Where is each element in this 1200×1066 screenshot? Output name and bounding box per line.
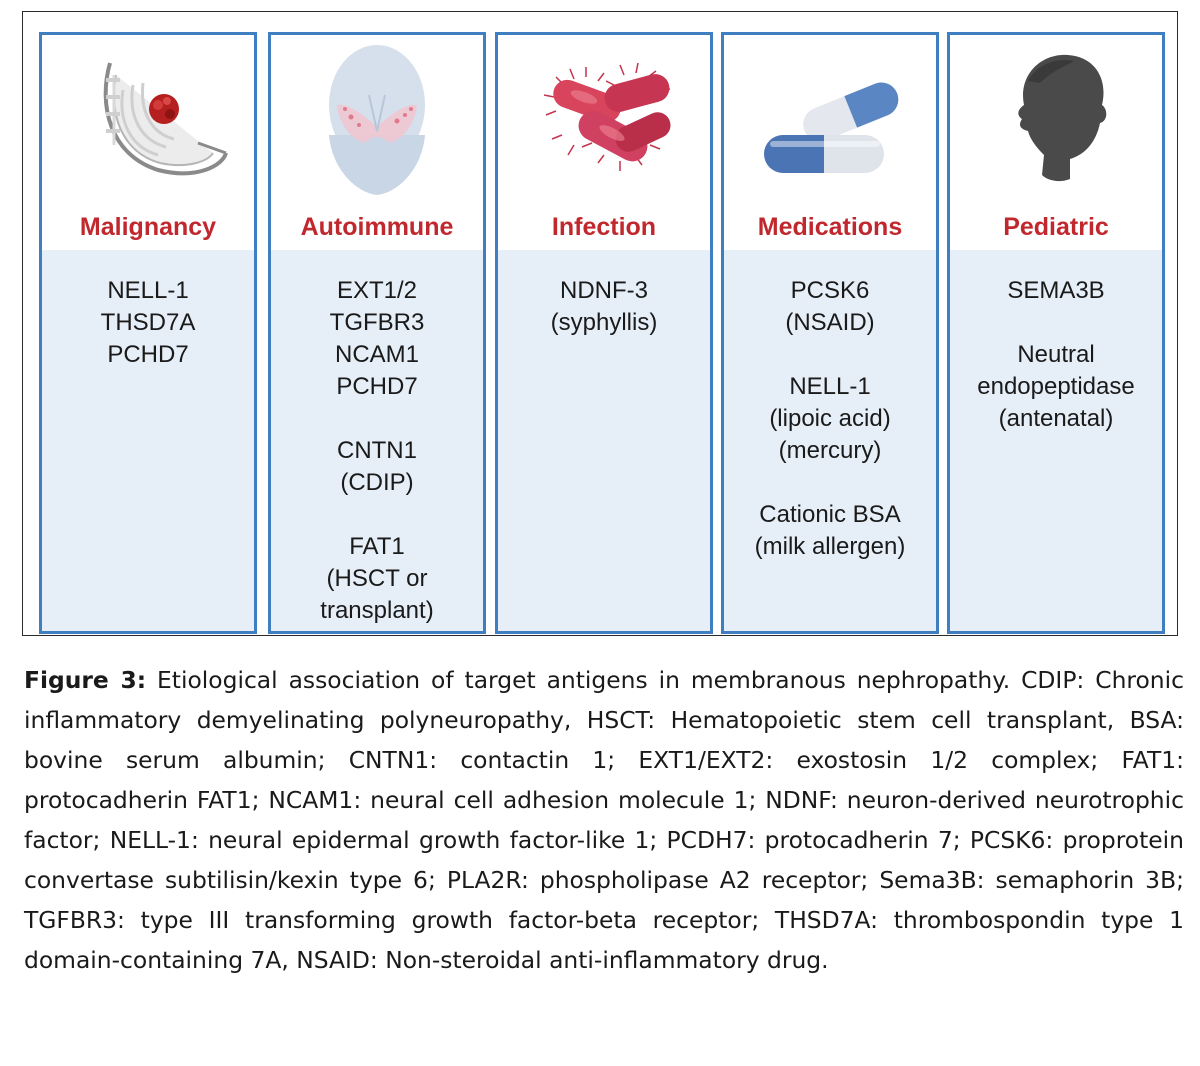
antigen-text: (CDIP) — [340, 469, 414, 496]
antigen-group: NDNF-3 (syphyllis) — [498, 275, 710, 339]
antigen-text: PCHD7 — [336, 373, 418, 400]
panel-malignancy: Malignancy NELL-1 THSD7A PCHD7 — [39, 32, 257, 634]
antigen-text: (NSAID) — [785, 309, 875, 336]
antigen-text: Cationic BSA — [759, 501, 901, 528]
panel-medications: Medications PCSK6 (NSAID) NELL-1 (lipoic… — [721, 32, 939, 634]
caption-text: Etiological association of target antige… — [24, 666, 1184, 974]
antigen-text: (antenatal) — [998, 405, 1114, 432]
antigen-list: NDNF-3 (syphyllis) — [498, 275, 710, 371]
breast-tumor-icon — [42, 35, 254, 195]
antigen-group: PCSK6 (NSAID) — [724, 275, 936, 339]
antigen-text: SEMA3B — [1007, 277, 1105, 304]
antigen-list: EXT1/2 TGFBR3 NCAM1 PCHD7 CNTN1 (CDIP) F… — [271, 275, 483, 631]
antigen-text: transplant) — [320, 597, 434, 624]
antigen-text: FAT1 — [349, 533, 405, 560]
antigen-text: (mercury) — [778, 437, 882, 464]
antigen-text: NDNF-3 — [560, 277, 648, 304]
antigen-text: NELL-1 — [789, 373, 871, 400]
antigen-text: endopeptidase — [977, 373, 1135, 400]
antigen-group: Cationic BSA (milk allergen) — [724, 499, 936, 563]
panel-pediatric: Pediatric SEMA3B Neutral endopeptidase (… — [947, 32, 1165, 634]
antigen-group: SEMA3B — [950, 275, 1162, 307]
panel-autoimmune: Autoimmune EXT1/2 TGFBR3 NCAM1 PCHD7 CNT… — [268, 32, 486, 634]
antigen-text: TGFBR3 — [329, 309, 425, 336]
antigen-group: CNTN1 (CDIP) — [271, 435, 483, 499]
antigen-list: NELL-1 THSD7A PCHD7 — [42, 275, 254, 403]
antigen-group: Neutral endopeptidase (antenatal) — [950, 339, 1162, 435]
antigen-group: FAT1 (HSCT or transplant) — [271, 531, 483, 627]
antigen-list: PCSK6 (NSAID) NELL-1 (lipoic acid) (merc… — [724, 275, 936, 595]
antigen-text: THSD7A — [100, 309, 196, 336]
caption-label: Figure 3: — [24, 666, 147, 694]
panel-infection: Infection NDNF-3 (syphyllis) — [495, 32, 713, 634]
antigen-group: EXT1/2 TGFBR3 NCAM1 PCHD7 — [271, 275, 483, 403]
bacteria-icon — [498, 35, 710, 195]
antigen-group: NELL-1 THSD7A PCHD7 — [42, 275, 254, 371]
antigen-text: (lipoic acid) — [769, 405, 891, 432]
antigen-text: PCSK6 — [790, 277, 870, 304]
antigen-text: (milk allergen) — [754, 533, 906, 560]
panel-title: Pediatric — [1003, 213, 1109, 241]
antigen-list: SEMA3B Neutral endopeptidase (antenatal) — [950, 275, 1162, 467]
figure-frame: Malignancy NELL-1 THSD7A PCHD7 — [22, 11, 1178, 636]
antigen-text: NCAM1 — [334, 341, 419, 368]
antigen-text: EXT1/2 — [336, 277, 418, 304]
antigen-text: (HSCT or — [326, 565, 428, 592]
head-face-rash-icon — [271, 35, 483, 195]
pills-icon — [724, 35, 936, 195]
antigen-text: (syphyllis) — [550, 309, 658, 336]
panel-title: Malignancy — [79, 213, 217, 241]
antigen-group: NELL-1 (lipoic acid) (mercury) — [724, 371, 936, 467]
child-silhouette-icon — [950, 35, 1162, 195]
antigen-text: NELL-1 — [107, 277, 189, 304]
panel-title: Medications — [757, 213, 903, 241]
panel-title: Autoimmune — [300, 213, 454, 241]
antigen-text: PCHD7 — [107, 341, 189, 368]
panel-title: Infection — [551, 213, 657, 241]
figure-caption: Figure 3: Etiological association of tar… — [24, 660, 1184, 980]
antigen-text: Neutral — [1017, 341, 1095, 368]
antigen-text: CNTN1 — [336, 437, 417, 464]
